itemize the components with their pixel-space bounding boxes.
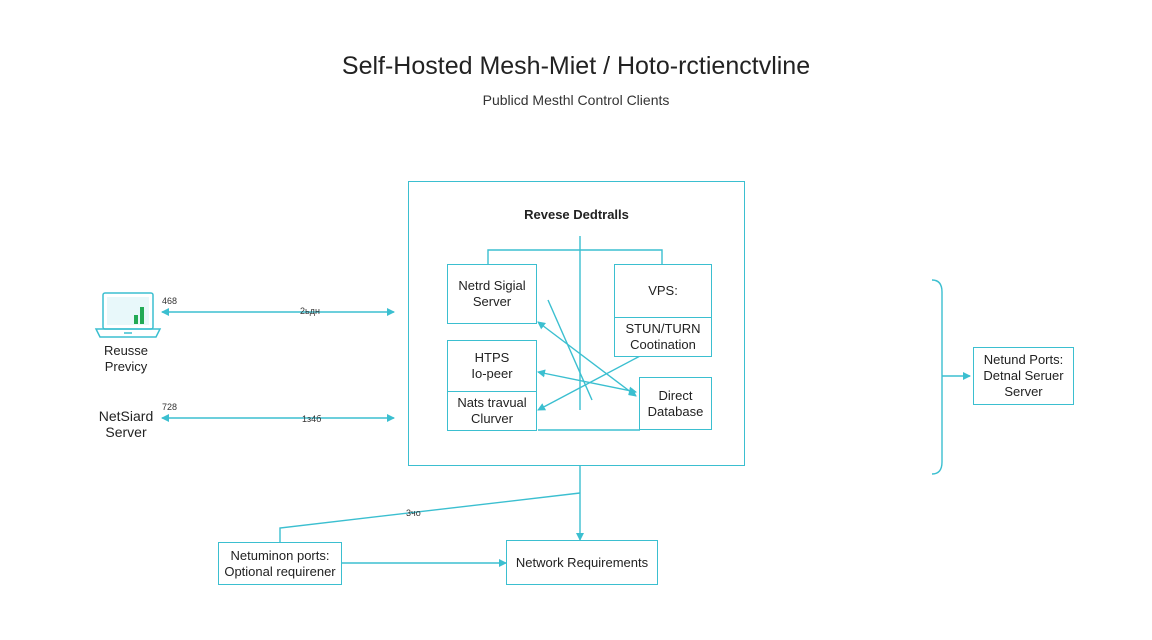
arrow-nats-to-stun	[537, 355, 641, 411]
line-main-to-optional	[279, 492, 581, 542]
network-ports-line2: Detnal Seruer	[983, 368, 1064, 383]
stun-turn-box: STUN/TURN Cootination	[614, 317, 712, 357]
laptop-label-line1: Reusse	[103, 343, 149, 358]
server-label: NetSiard Server	[90, 408, 162, 440]
main-container	[408, 181, 745, 466]
nats-box: Nats travual Clurver	[447, 391, 537, 431]
main-container-title: Revese Dedtralls	[524, 207, 629, 222]
port-top-mid-label: 2ьдн	[300, 306, 320, 316]
network-ports-line1: Netund Ports:	[983, 352, 1064, 367]
https-line1: HTPS	[474, 350, 510, 365]
laptop-icon	[94, 292, 162, 338]
signal-server-box: Netrd Sigial Server	[447, 264, 537, 324]
bus-top	[487, 249, 663, 264]
port-top-label: 468	[162, 296, 178, 306]
nats-line1: Nats travual	[457, 395, 527, 410]
https-line2: Io-peer	[471, 366, 513, 381]
diagram-title: Self-Hosted Mesh-Miet / Hoto-rctienctvli…	[341, 52, 811, 80]
laptop-label: Reusse Previcy	[90, 343, 162, 375]
https-box: HTPS Io-peer	[447, 340, 537, 392]
optional-ports-box: Netuminon ports: Optional requirener	[218, 542, 342, 585]
direct-line2: Database	[647, 403, 704, 419]
network-ports-box: Netund Ports: Detnal Seruer Server	[973, 347, 1074, 405]
network-requirements-box: Network Requirements	[506, 540, 658, 585]
stun-line2: Cootination	[630, 337, 696, 352]
vps-label: VPS:	[648, 283, 678, 298]
signal-server-line1: Netrd Sigial	[458, 278, 526, 293]
server-label-line2: Server	[105, 424, 147, 440]
port-bottom-label: 728	[162, 402, 178, 412]
optional-line2: Optional requirener	[224, 563, 336, 579]
server-label-line1: NetSiard	[98, 408, 154, 424]
arrow-signal-down	[547, 299, 593, 401]
direct-database-box: Direct Database	[639, 377, 712, 430]
bottom-port-label: 3чо	[406, 508, 421, 518]
direct-line1: Direct	[658, 387, 693, 403]
diagram-subtitle: Publicd Mesthl Control Clients	[482, 92, 670, 108]
port-bottom-mid-label: 1з4б	[302, 414, 322, 424]
network-requirements-label: Network Requirements	[515, 554, 649, 570]
signal-server-line2: Server	[472, 294, 512, 309]
stun-line1: STUN/TURN	[625, 321, 701, 336]
optional-line1: Netuminon ports:	[230, 547, 330, 563]
laptop-label-line2: Previcy	[104, 359, 148, 374]
network-ports-line3: Server	[1004, 384, 1043, 399]
arrow-https-to-direct	[537, 369, 637, 395]
nats-line2: Clurver	[471, 411, 513, 426]
vps-box: VPS:	[614, 264, 712, 318]
right-bracket	[931, 279, 943, 475]
